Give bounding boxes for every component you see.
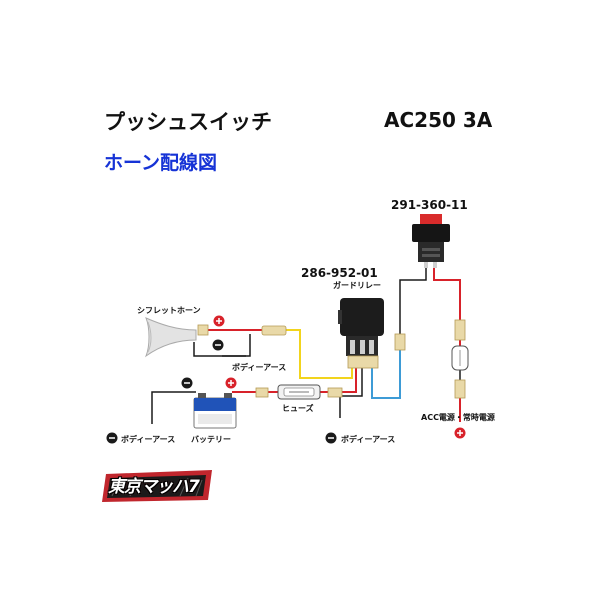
relay-icon — [338, 298, 384, 369]
fuse-icon — [277, 384, 321, 400]
horn-label: シフレットホーン — [137, 306, 201, 315]
switch-wire-connector — [394, 333, 406, 351]
battery-wire-connector — [255, 387, 269, 398]
switch-rating: AC250 3A — [384, 108, 493, 132]
brand-logo-text: 東京マッハ7 — [108, 477, 200, 497]
relay-part-number: 286-952-01 — [301, 266, 378, 280]
diagram-title: プッシュスイッチ — [104, 110, 272, 134]
switch-to-acc-wire — [433, 266, 461, 320]
relay-ground-label: ボディーアース — [341, 435, 396, 444]
horn-plus-icon — [213, 315, 225, 327]
relay-name: ガードリレー — [333, 281, 381, 290]
horn-connector — [197, 324, 209, 336]
horn-to-relay-wire — [286, 329, 353, 379]
switch-lead-black — [399, 266, 427, 334]
relay-to-switch-wire — [371, 348, 401, 399]
relay-ground-wire — [339, 366, 363, 418]
horn-minus-icon — [212, 339, 224, 351]
relay-wire-connector — [327, 387, 343, 398]
battery-label: バッテリー — [191, 435, 231, 444]
battery-plus-icon — [225, 377, 237, 389]
switch-part-number: 291-360-11 — [391, 198, 468, 212]
logo-icon — [102, 470, 212, 502]
acc-connector-bottom — [454, 379, 466, 399]
horn-wire-connector — [261, 325, 287, 336]
horn-icon — [144, 317, 197, 358]
battery-ground-minus-icon — [106, 432, 118, 444]
battery-minus-icon — [181, 377, 193, 389]
acc-connector-top — [454, 319, 466, 341]
battery-ground-wire — [151, 391, 196, 424]
diagram-subtitle: ホーン配線図 — [104, 152, 218, 174]
relay-ground-minus-icon — [325, 432, 337, 444]
battery-ground-label: ボディーアース — [121, 435, 176, 444]
battery-icon — [193, 393, 237, 429]
acc-plus-icon — [454, 427, 466, 439]
horn-ground-label: ボディーアース — [232, 363, 287, 372]
acc-power-label: ACC電源・常時電源 — [421, 413, 495, 422]
push-switch-icon — [412, 214, 450, 268]
fuse-label: ヒューズ — [282, 404, 314, 413]
